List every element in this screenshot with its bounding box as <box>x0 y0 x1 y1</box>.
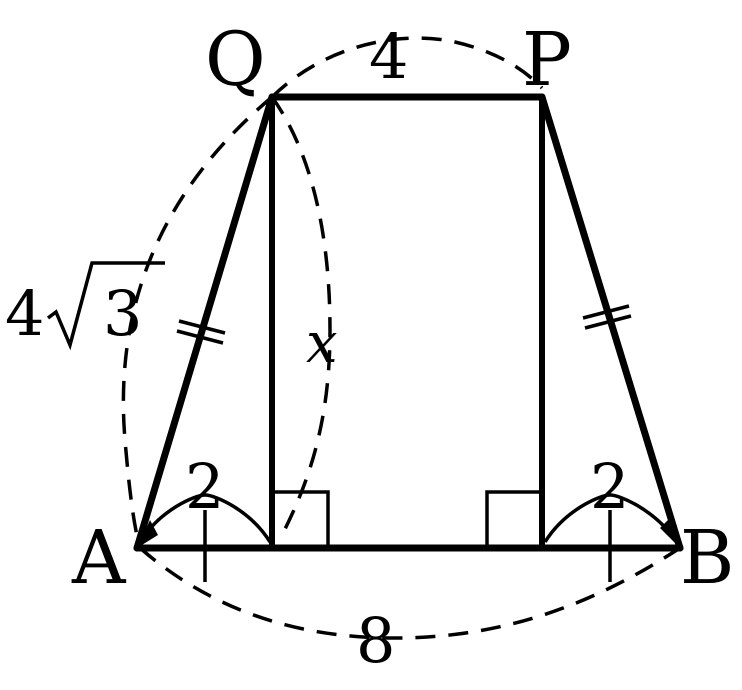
left-segment-arc <box>138 493 272 543</box>
point-label-B: B <box>680 515 734 601</box>
radical-sign <box>46 261 165 351</box>
point-label-A: A <box>71 515 127 601</box>
arrow-head-A <box>137 520 158 548</box>
equal-tick-left-2 <box>176 329 224 345</box>
side-length-coefficient: 4 <box>5 277 44 350</box>
top-length-label: 4 <box>369 20 408 93</box>
side-length-brace <box>121 95 274 549</box>
equal-tick-right-1 <box>582 304 630 320</box>
bottom-length-brace <box>138 546 681 640</box>
left-segment-label: 2 <box>185 450 224 523</box>
height-variable-label: x <box>306 311 338 376</box>
right-angle-left <box>272 490 330 548</box>
point-label-Q: Q <box>205 17 266 103</box>
equal-tick-right-2 <box>584 314 632 330</box>
equal-tick-left-1 <box>178 319 226 335</box>
side-length-radicand: 3 <box>103 277 142 350</box>
right-segment-arc <box>543 493 679 543</box>
right-angle-right <box>485 490 542 548</box>
bottom-length-label: 8 <box>356 604 395 677</box>
height-brace <box>270 95 332 536</box>
point-label-P: P <box>522 17 572 103</box>
segment-AQ <box>133 93 276 552</box>
right-segment-label: 2 <box>590 450 629 523</box>
arrow-head-B <box>660 520 680 548</box>
